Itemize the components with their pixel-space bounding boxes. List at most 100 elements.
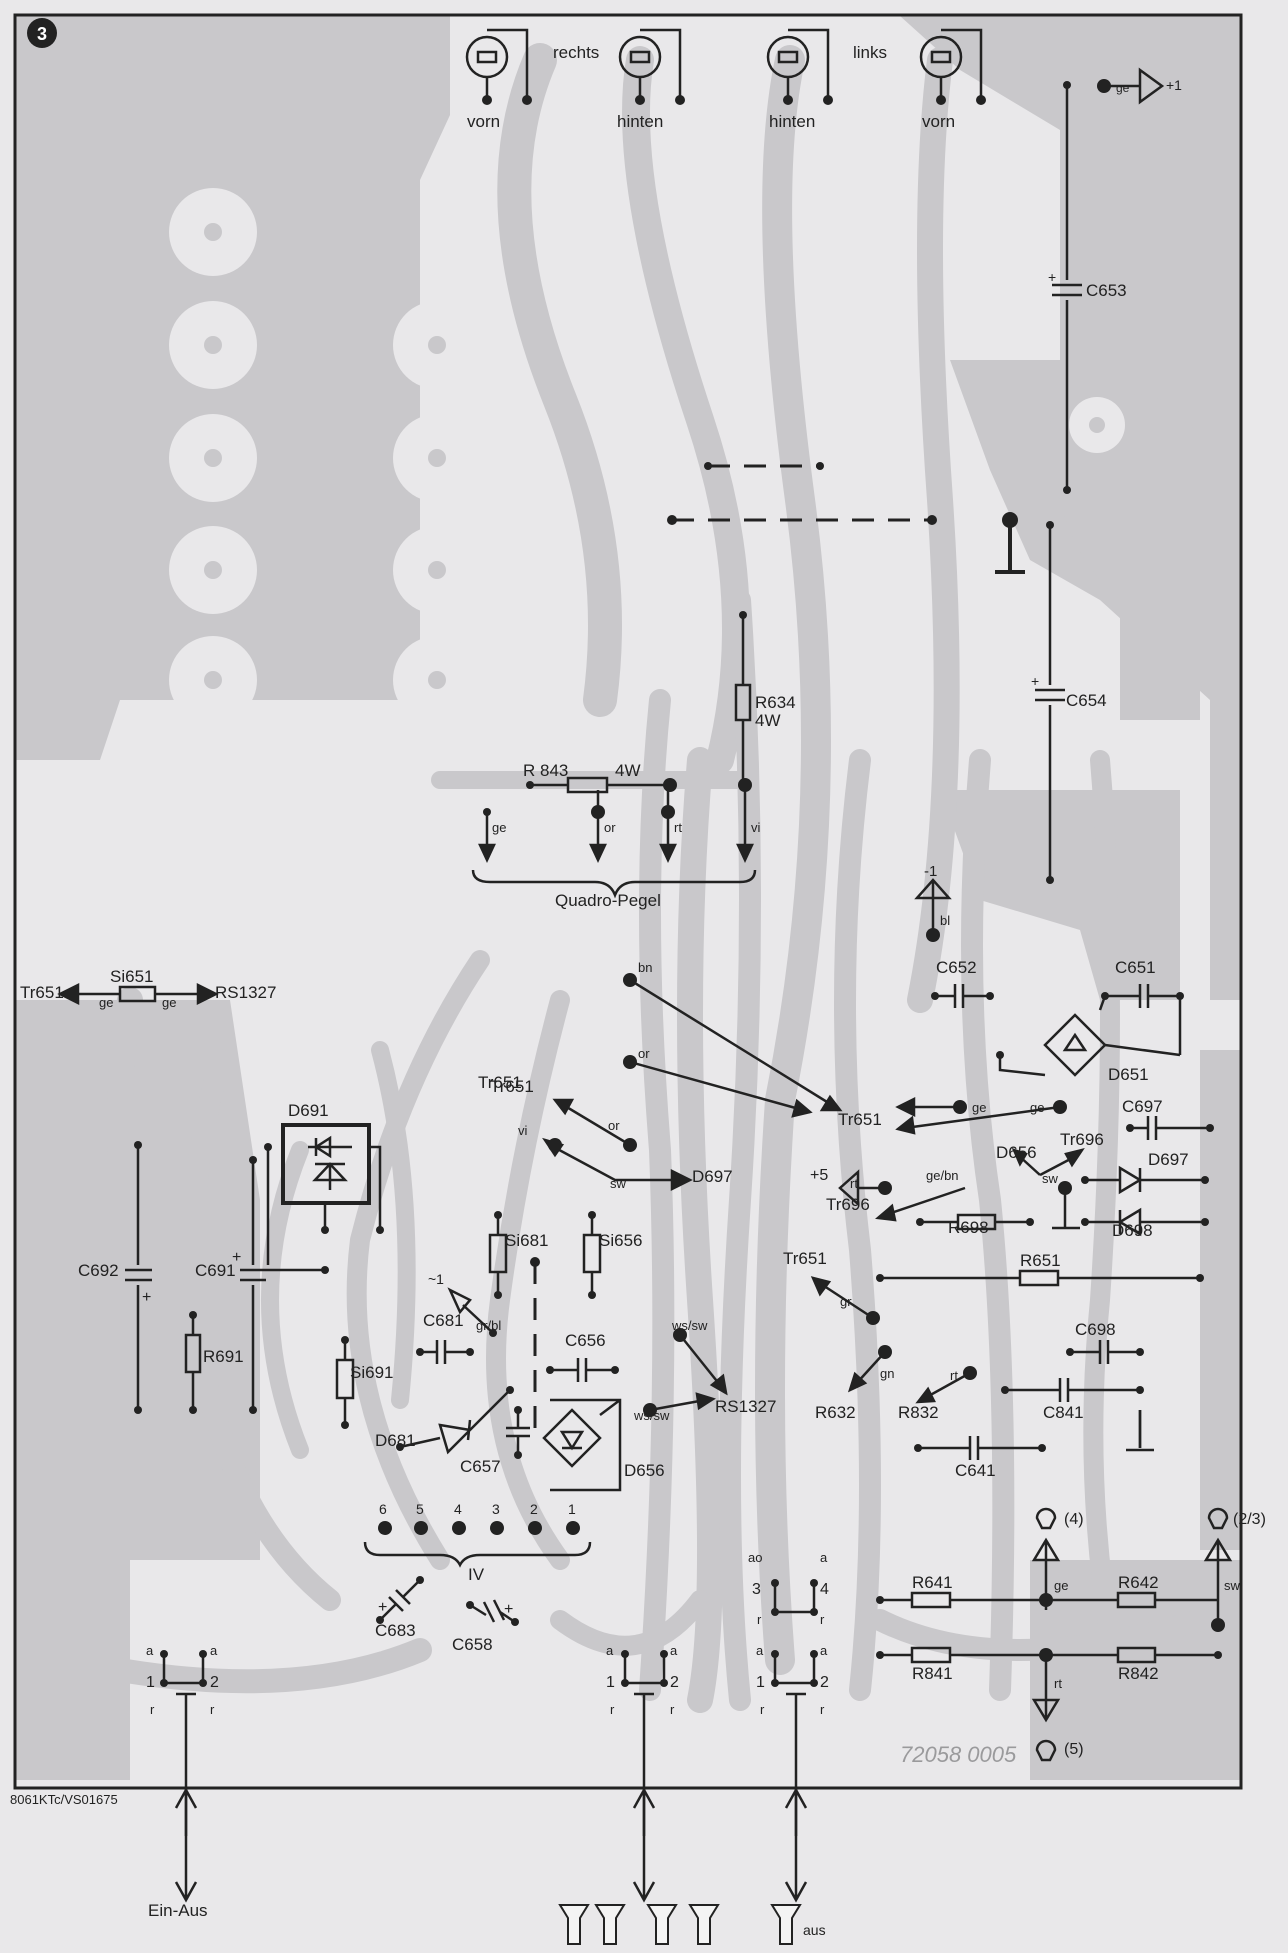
label-c681: C681 (423, 1311, 464, 1330)
figure-badge: 3 (27, 18, 57, 48)
svg-text:ge/bn: ge/bn (926, 1168, 959, 1183)
svg-text:rt: rt (674, 820, 682, 835)
label-c698: C698 (1075, 1320, 1116, 1339)
svg-text:gr/bl: gr/bl (476, 1318, 501, 1333)
svg-text:bl: bl (940, 913, 950, 928)
terminal-plus1: +1 (1166, 77, 1182, 93)
svg-text:rt: rt (1054, 1676, 1062, 1691)
labels: rechts links vorn hinten hinten vorn ge … (10, 43, 1266, 1938)
terminal-out5: (5) (1064, 1741, 1084, 1758)
plus-sign-c691: + (232, 1249, 241, 1266)
label-c692: C692 (78, 1261, 119, 1280)
svg-text:a: a (820, 1643, 828, 1658)
components-drawing (75, 67, 1233, 1903)
svg-text:r: r (670, 1702, 675, 1717)
label-rechts: rechts (553, 43, 599, 62)
board-number: 72058 0005 (900, 1742, 1017, 1767)
svg-text:ge: ge (1054, 1578, 1068, 1593)
label-r632: R632 (815, 1403, 856, 1422)
label-ein-aus: Ein-Aus (148, 1901, 208, 1920)
label-tr696-left: Tr696 (826, 1195, 870, 1214)
terminal-out23: (2/3) (1233, 1511, 1266, 1528)
svg-text:r: r (820, 1702, 825, 1717)
switch-ein-aus (162, 1654, 205, 1836)
svg-text:ge: ge (1116, 81, 1130, 95)
terminal-plus5: +5 (810, 1167, 828, 1184)
label-c683: C683 (375, 1621, 416, 1640)
terminal-minus1: -1 (924, 863, 937, 880)
svg-text:or: or (604, 820, 616, 835)
svg-text:a: a (210, 1643, 218, 1658)
svg-text:1: 1 (756, 1674, 765, 1691)
label-c653: C653 (1086, 281, 1127, 300)
svg-text:3: 3 (492, 1501, 500, 1517)
svg-text:ge: ge (162, 995, 176, 1010)
svg-text:r: r (150, 1702, 155, 1717)
switch-right (773, 1583, 816, 1836)
label-r642: R642 (1118, 1573, 1159, 1592)
label-tr651-left: Tr651 (20, 983, 64, 1002)
svg-text:3: 3 (752, 1581, 761, 1598)
svg-text:rt: rt (950, 1368, 958, 1383)
svg-text:ge: ge (972, 1100, 986, 1115)
svg-text:ao: ao (748, 1550, 762, 1565)
label-d656: D656 (624, 1461, 665, 1480)
svg-text:vi: vi (518, 1123, 528, 1138)
label-d697-comp: D697 (1148, 1150, 1189, 1169)
label-tilde1: ~1 (428, 1271, 444, 1287)
label-socket-4: vorn (922, 112, 955, 131)
svg-text:a: a (820, 1550, 828, 1565)
label-socket-3: hinten (769, 112, 815, 131)
label-c691: C691 (195, 1261, 236, 1280)
svg-text:ge: ge (492, 820, 506, 835)
svg-text:a: a (756, 1643, 764, 1658)
label-r842: R842 (1118, 1664, 1159, 1683)
label-tr651-center: Tr651 (490, 1077, 534, 1096)
svg-text:1: 1 (568, 1501, 576, 1517)
svg-text:4: 4 (454, 1501, 462, 1517)
label-r832: R832 (898, 1403, 939, 1422)
label-r841: R841 (912, 1664, 953, 1683)
plus-sign-c653: + (1048, 269, 1056, 285)
label-rs1327-left: RS1327 (215, 983, 276, 1002)
label-c658: C658 (452, 1635, 493, 1654)
svg-text:2: 2 (820, 1674, 829, 1691)
svg-text:r: r (757, 1612, 762, 1627)
label-d681: D681 (375, 1431, 416, 1450)
label-tr696-right: Tr696 (1060, 1130, 1104, 1149)
label-c651: C651 (1115, 958, 1156, 977)
label-r843: R 843 (523, 761, 568, 780)
svg-text:or: or (638, 1046, 650, 1061)
svg-text:4: 4 (820, 1581, 829, 1598)
label-c654: C654 (1066, 691, 1107, 710)
svg-text:or: or (608, 1118, 620, 1133)
label-d691: D691 (288, 1101, 329, 1120)
svg-text:gr: gr (840, 1294, 852, 1309)
svg-text:ge: ge (1030, 1100, 1044, 1115)
svg-text:sw: sw (610, 1176, 627, 1191)
board-outline (13, 13, 1243, 1790)
svg-text:a: a (670, 1643, 678, 1658)
corner-code: 8061KTc/VS01675 (10, 1792, 118, 1807)
svg-text:r: r (210, 1702, 215, 1717)
speaker-symbols (558, 1904, 802, 1945)
svg-text:3: 3 (37, 24, 47, 44)
svg-text:sw: sw (1224, 1578, 1241, 1593)
svg-text:sw: sw (1042, 1171, 1059, 1186)
label-c697: C697 (1122, 1097, 1163, 1116)
jumper-pads (530, 462, 937, 1267)
label-quadro-pegel: Quadro-Pegel (555, 891, 661, 910)
svg-text:a: a (606, 1643, 614, 1658)
label-r641: R641 (912, 1573, 953, 1592)
label-socket-1: vorn (467, 112, 500, 131)
terminal-out4: (4) (1064, 1511, 1084, 1528)
svg-text:2: 2 (210, 1674, 219, 1691)
label-r634-rating: 4W (755, 711, 781, 730)
label-si691: Si691 (350, 1363, 393, 1382)
label-r634: R634 (755, 693, 796, 712)
label-si681: Si681 (505, 1231, 548, 1250)
label-c641: C641 (955, 1461, 996, 1480)
label-r698: R698 (948, 1218, 989, 1237)
